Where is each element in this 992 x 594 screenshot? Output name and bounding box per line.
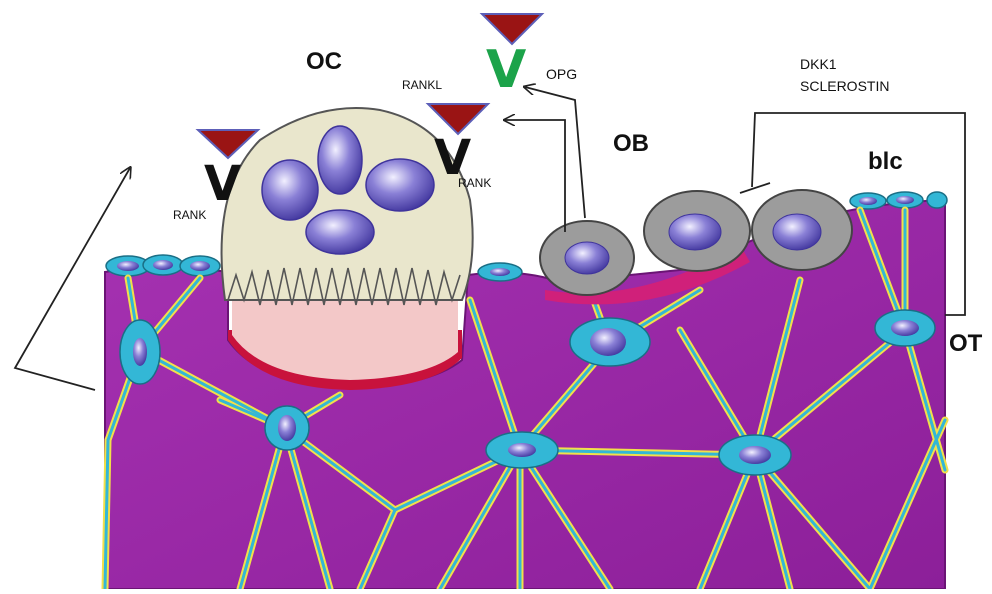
label-ot: OT <box>949 330 982 358</box>
label-sclerostin: SCLEROSTIN <box>800 78 889 94</box>
label-blc: blc <box>868 148 903 176</box>
label-oc: OC <box>306 48 342 76</box>
lining-cells-left <box>106 255 220 276</box>
osteocyte-1 <box>120 320 160 384</box>
lining-cells-middle <box>478 263 522 281</box>
arrow-ob-to-rank <box>505 120 565 232</box>
label-rank-left: RANK <box>173 208 206 222</box>
osteocyte-3 <box>486 432 558 468</box>
osteocyte-5 <box>719 435 791 475</box>
label-rankl: RANKL <box>402 78 442 92</box>
label-opg: OPG <box>546 66 577 82</box>
osteoblast-1 <box>540 221 634 295</box>
osteocyte-2 <box>265 406 309 450</box>
label-dkk1: DKK1 <box>800 56 837 72</box>
label-ob: OB <box>613 130 649 158</box>
lining-cells-right <box>850 192 947 209</box>
osteoblast-3 <box>752 190 852 270</box>
v-glyph-rank-left: V <box>204 160 241 208</box>
osteoblast-2 <box>644 191 750 271</box>
osteocyte-4 <box>570 318 650 366</box>
arrow-ob-to-opg <box>525 87 585 218</box>
label-rank-right: RANK <box>458 176 491 190</box>
v-glyph-rank-right: V <box>434 134 471 182</box>
osteocyte-6 <box>875 310 935 346</box>
v-glyph-opg: V <box>486 44 526 96</box>
